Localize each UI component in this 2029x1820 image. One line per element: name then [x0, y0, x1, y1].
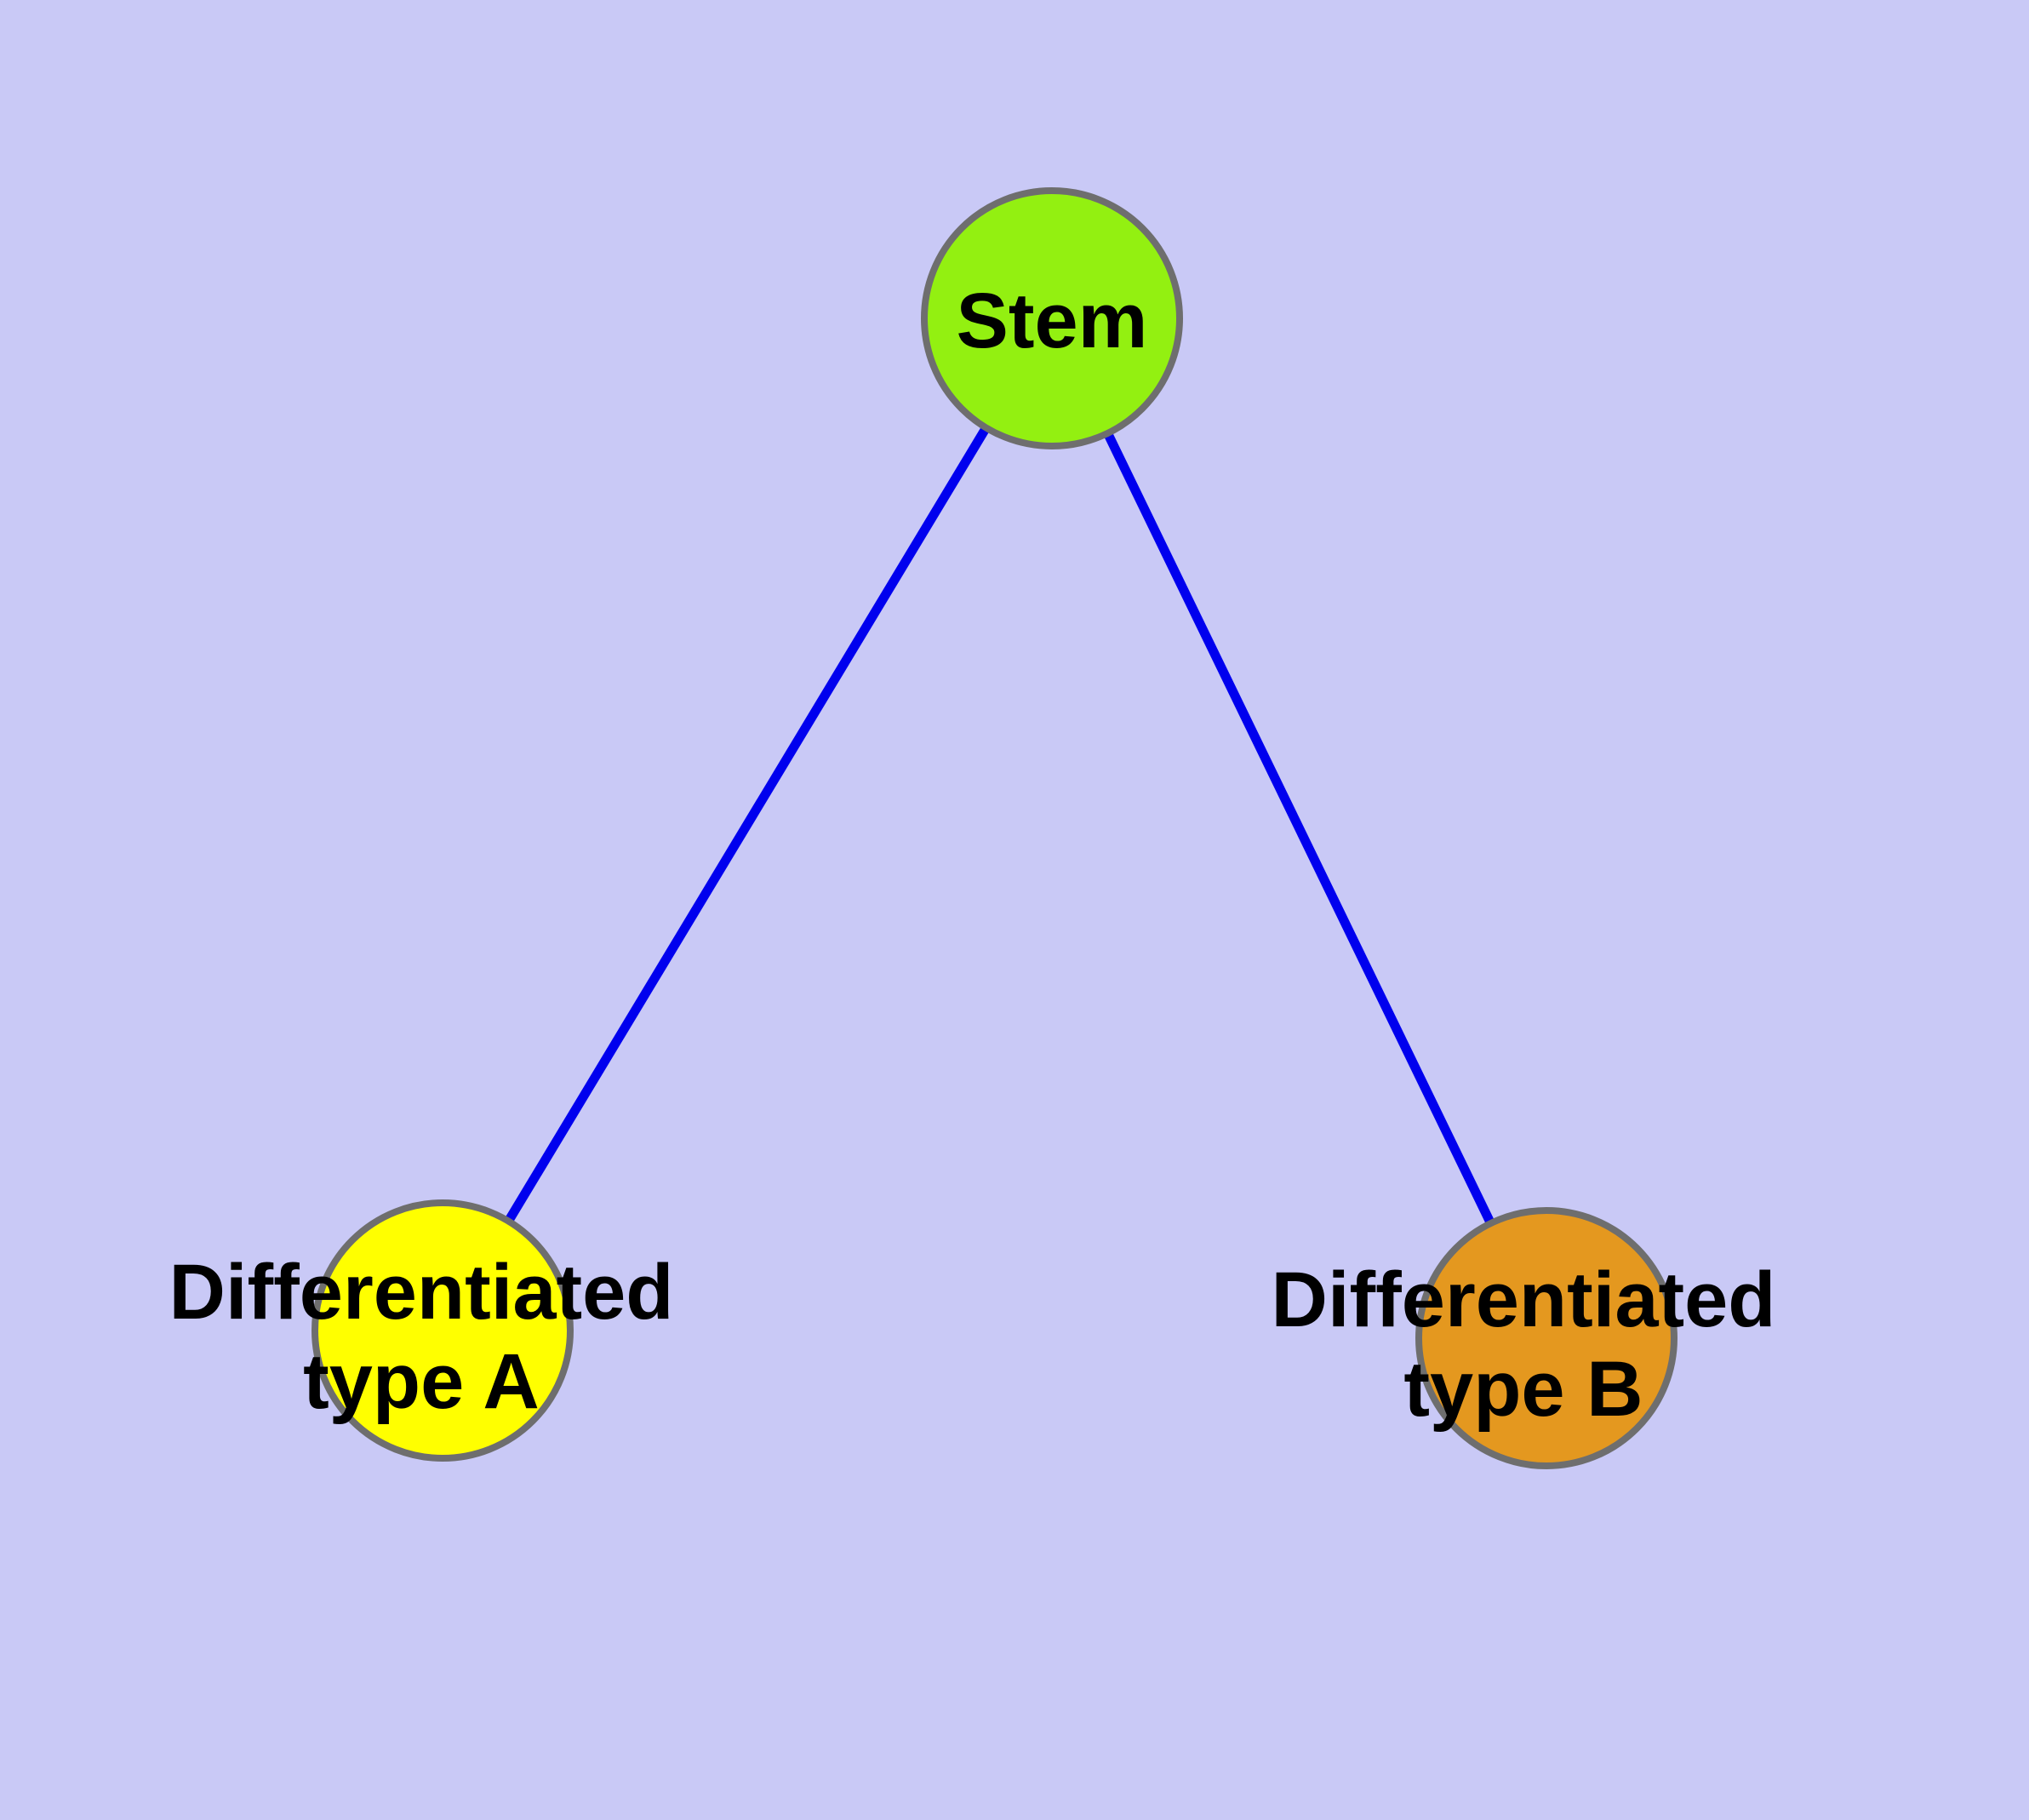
node-stem: Stem	[921, 187, 1183, 449]
stem-node-circle	[921, 187, 1183, 449]
edge-stem-to-type-a	[438, 316, 1056, 1333]
node-differentiated-type-b: Differentiated type B	[1272, 1207, 1776, 1469]
edge-stem-to-type-b	[1048, 316, 1551, 1341]
type-b-node-label-line-2: type B	[1403, 1346, 1643, 1433]
type-a-node-circle	[311, 1199, 574, 1462]
type-a-node-label-line-2: type A	[303, 1338, 540, 1425]
stem-node-label: Stem	[957, 278, 1148, 364]
type-a-node-label-line-1: Differentiated	[169, 1249, 674, 1336]
node-differentiated-type-a: Differentiated type A	[169, 1199, 674, 1462]
type-b-node-circle	[1415, 1207, 1677, 1469]
type-b-node-label-line-1: Differentiated	[1272, 1256, 1776, 1343]
